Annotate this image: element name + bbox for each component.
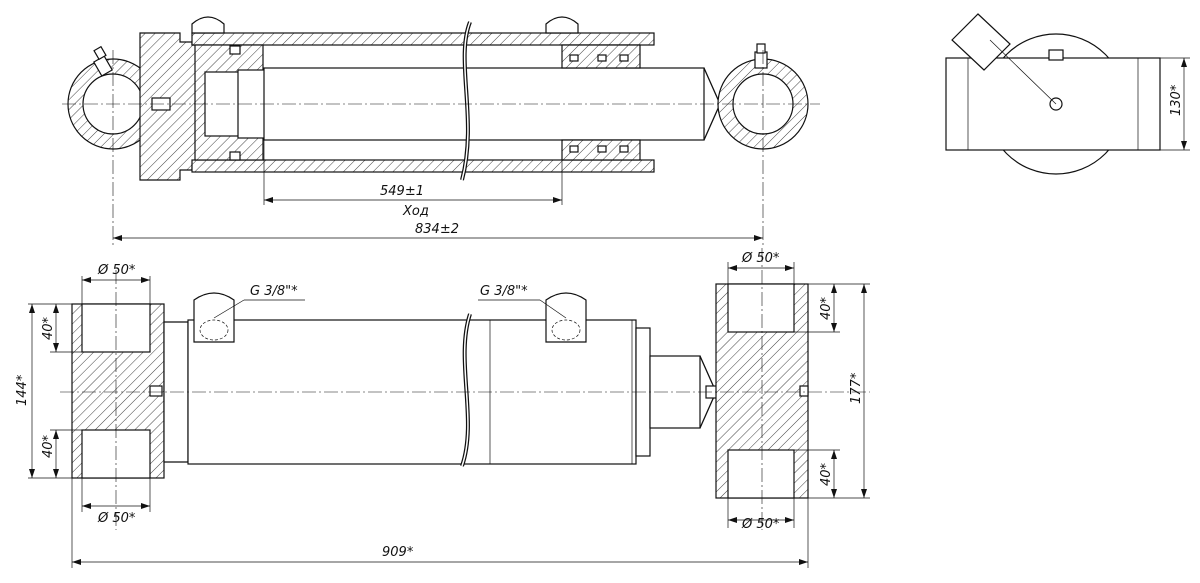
left-bottom-bush-length: 40*	[41, 434, 56, 458]
left-port-boss	[191, 16, 225, 34]
tube-wall-top	[191, 32, 655, 46]
left-port	[193, 292, 235, 343]
right-port-thread: G 3/8"*	[480, 284, 528, 299]
right-top-bush-length: 40*	[819, 296, 834, 320]
left-port-thread: G 3/8"*	[250, 284, 298, 299]
bottom-view: G 3/8"* G 3/8"* Ø 50* Ø 50* 40* 40* 144*…	[15, 248, 870, 568]
right-bush-top	[727, 283, 795, 333]
tube-wall-bottom	[191, 159, 655, 173]
right-bottom-diameter: Ø 50*	[741, 517, 780, 532]
stroke-dimension: 549±1	[380, 184, 424, 199]
end-view-port	[951, 13, 1011, 71]
right-bush-bottom	[727, 449, 795, 499]
overall-width-dimension: 909*	[382, 545, 414, 560]
left-grease-nipple	[92, 45, 114, 77]
left-top-bush-length: 40*	[41, 316, 56, 340]
left-axle-length: 144*	[15, 374, 30, 406]
left-bottom-diameter: Ø 50*	[97, 511, 136, 526]
stroke-label: Ход	[402, 204, 429, 219]
top-section-view: 549±1 Ход 834±2	[62, 16, 820, 245]
left-top-diameter: Ø 50*	[97, 263, 136, 278]
end-view-width-dimension: 130*	[1169, 84, 1184, 116]
right-top-diameter: Ø 50*	[741, 251, 780, 266]
right-axle-length: 177*	[849, 372, 864, 404]
right-port	[545, 292, 587, 343]
end-view: 130*	[945, 13, 1190, 175]
right-bottom-bush-length: 40*	[819, 462, 834, 486]
right-grease-nipple	[754, 43, 768, 69]
pin-center-dimension: 834±2	[415, 222, 459, 237]
right-port-boss	[545, 16, 579, 34]
